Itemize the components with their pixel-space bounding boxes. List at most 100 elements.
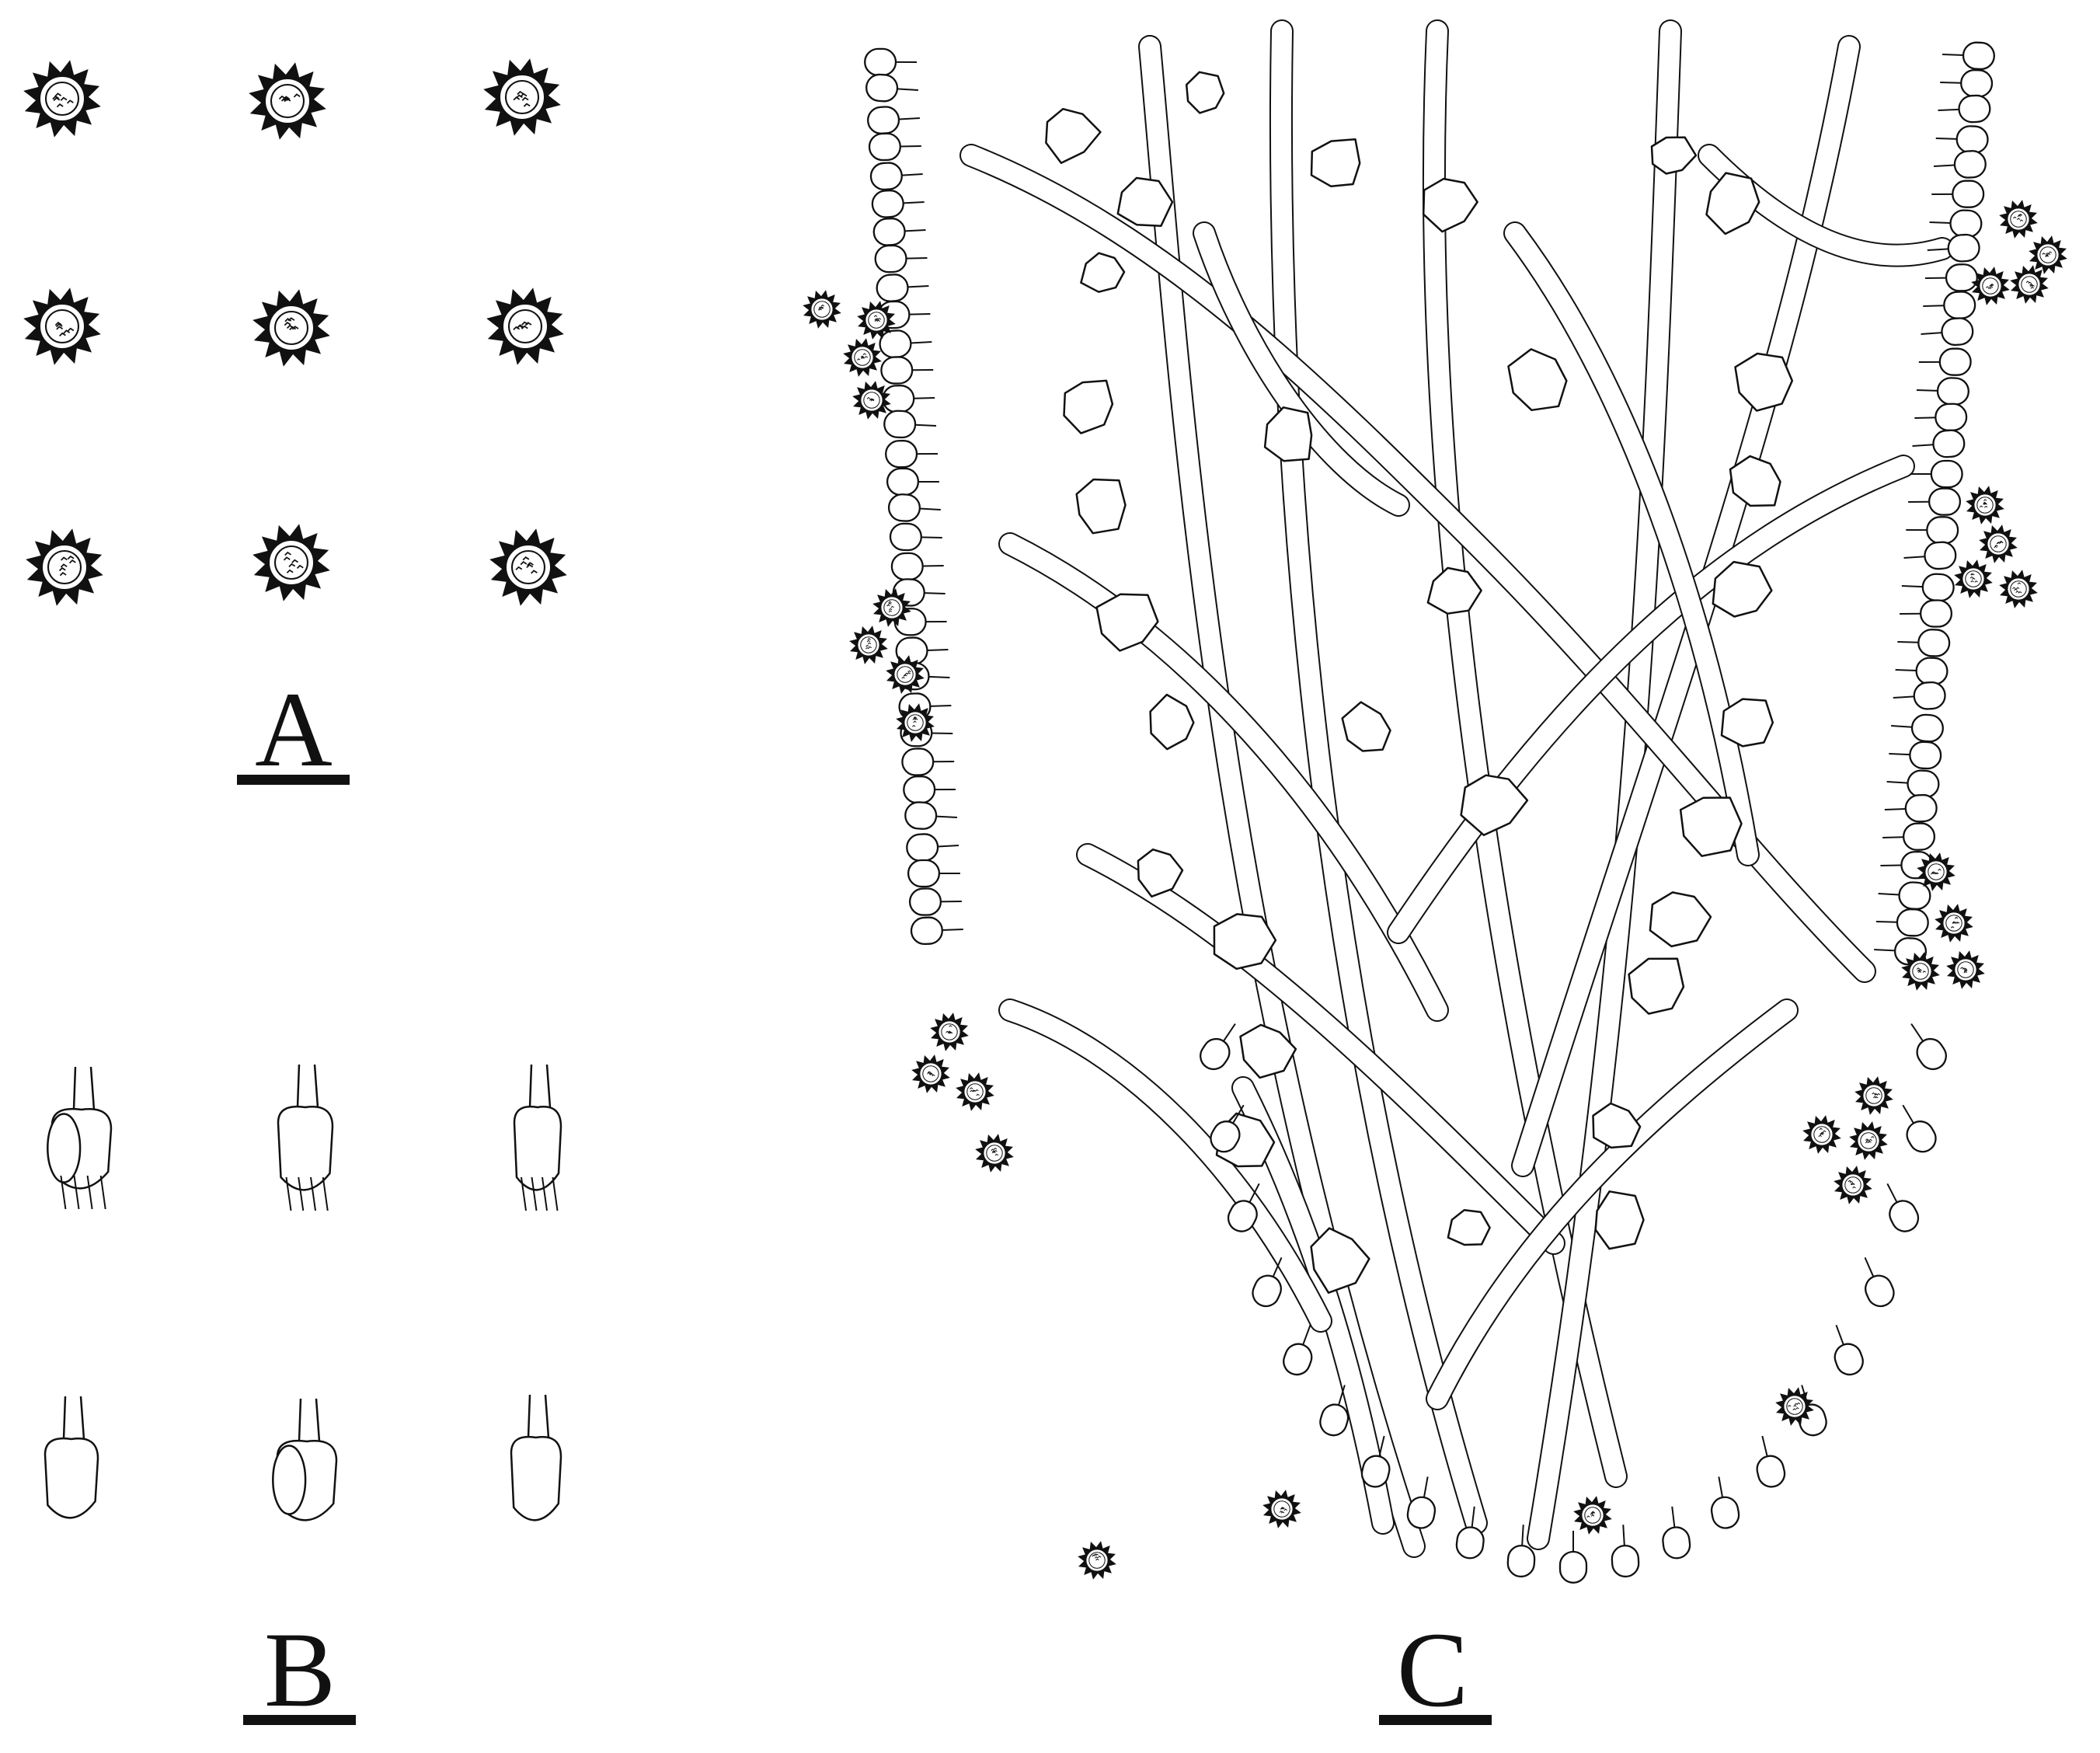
basidiole [889,522,942,552]
basidium-stalk [296,1064,319,1108]
basidiole [1406,1476,1437,1529]
basidium-stalk [528,1064,552,1108]
spore-ornament [284,551,291,556]
basidiole-body [906,833,939,862]
basidiole-body [901,748,935,776]
basidiole-body [903,775,936,804]
basidiole-body [1360,1455,1391,1488]
basidiole [1942,41,1995,71]
basidiole-body [1889,1200,1920,1232]
basidiole-stalk [1878,893,1900,896]
spore [249,62,326,140]
basidiole-body [1319,1403,1350,1437]
crystal [1239,1023,1297,1079]
basidiole [1902,1104,1937,1153]
spore-ornament [1093,1553,1098,1556]
spore-ornament [1792,1408,1796,1411]
spore-ornament [288,563,296,567]
basidiole-stalk [1272,1256,1283,1277]
basidiole [883,409,937,439]
sterigma [322,1176,329,1211]
basidiole-body [1227,1200,1258,1232]
basidiole [880,356,934,385]
panel-c-hyphal-section [803,19,2067,1584]
spore-inner-wall [907,714,924,731]
spore-ornament [867,638,871,640]
spore-ornament [1938,868,1942,871]
spore-ornament [929,1073,933,1075]
basidiole [910,916,963,946]
spore-ornament [948,1030,952,1033]
spore-ornament [1916,967,1921,970]
spore-ornament [818,308,822,311]
spore-inner-wall [868,312,885,329]
spore-ornament [521,325,528,329]
spore-inner-wall [897,666,914,683]
crystal [1426,566,1482,615]
spore-inner-wall [2010,211,2027,228]
spore [1979,525,2018,563]
basidiole-body [886,467,920,497]
basidiole [1918,347,1972,376]
basidium-stalk [62,1396,85,1440]
hypha-lumen [1427,1000,1797,1409]
sterigma [73,1175,80,1210]
basidiole [1914,403,1968,432]
spore-ornament [860,355,865,358]
sterigma [310,1176,316,1211]
spore-ornament [1848,1180,1852,1183]
spore-ornament [59,572,67,577]
spore-ornament [278,95,286,100]
basidiole [1929,209,1983,238]
spore-ornament [2028,281,2032,284]
crystal [1063,379,1114,434]
basidiole-body [1898,881,1931,910]
spore-ornament [1994,545,1997,549]
crystal [1137,848,1184,898]
spore-ornament [1983,501,1987,504]
basidiole-body [1928,487,1962,516]
basidiole-body [1917,629,1951,657]
scale-bar-a [237,775,350,785]
spore-inner-wall [863,392,880,409]
spore-inner-wall [1945,915,1962,932]
basidiole-stalk [1910,1023,1924,1042]
basidiole [1662,1506,1691,1560]
basidiole-body [1935,403,1968,432]
spore-inner-wall [1912,963,1929,980]
spore-ornament [888,610,892,613]
spore [911,1054,950,1093]
spore [872,588,911,627]
spore [857,301,896,340]
spore-inner-wall [1844,1176,1861,1194]
basidiole-body [1252,1274,1282,1308]
basidiole [907,859,960,888]
hypha-lumen [1000,534,1447,1020]
crystal [1310,1227,1370,1294]
basidiole-stalk [903,201,925,204]
basidiole-stalk [1886,780,1908,784]
spore [886,655,925,694]
spore-ornament [864,356,869,358]
spore-ornament [928,1072,933,1075]
spore-ornament [56,326,64,330]
spore-ornament [2017,582,2022,585]
basidiole [1756,1435,1786,1488]
spore-ornament [2045,255,2049,258]
spore-ornament [284,318,292,322]
spore-ornament [869,398,873,401]
scale-bar-b [243,1715,356,1725]
basidiole-body [885,440,918,469]
basidiole [1921,317,1974,347]
spore-ornament [517,90,524,96]
basidium-stalk [298,1398,321,1442]
basidiole-stalk [906,256,928,260]
spore-ornament [1868,1138,1872,1141]
spore-ornament [1963,967,1968,971]
spore-ornament [1876,1093,1881,1096]
spore-ornament [932,1074,935,1077]
basidiole-body [871,190,904,218]
spore-ornament [1820,1131,1825,1134]
spore [23,60,101,138]
